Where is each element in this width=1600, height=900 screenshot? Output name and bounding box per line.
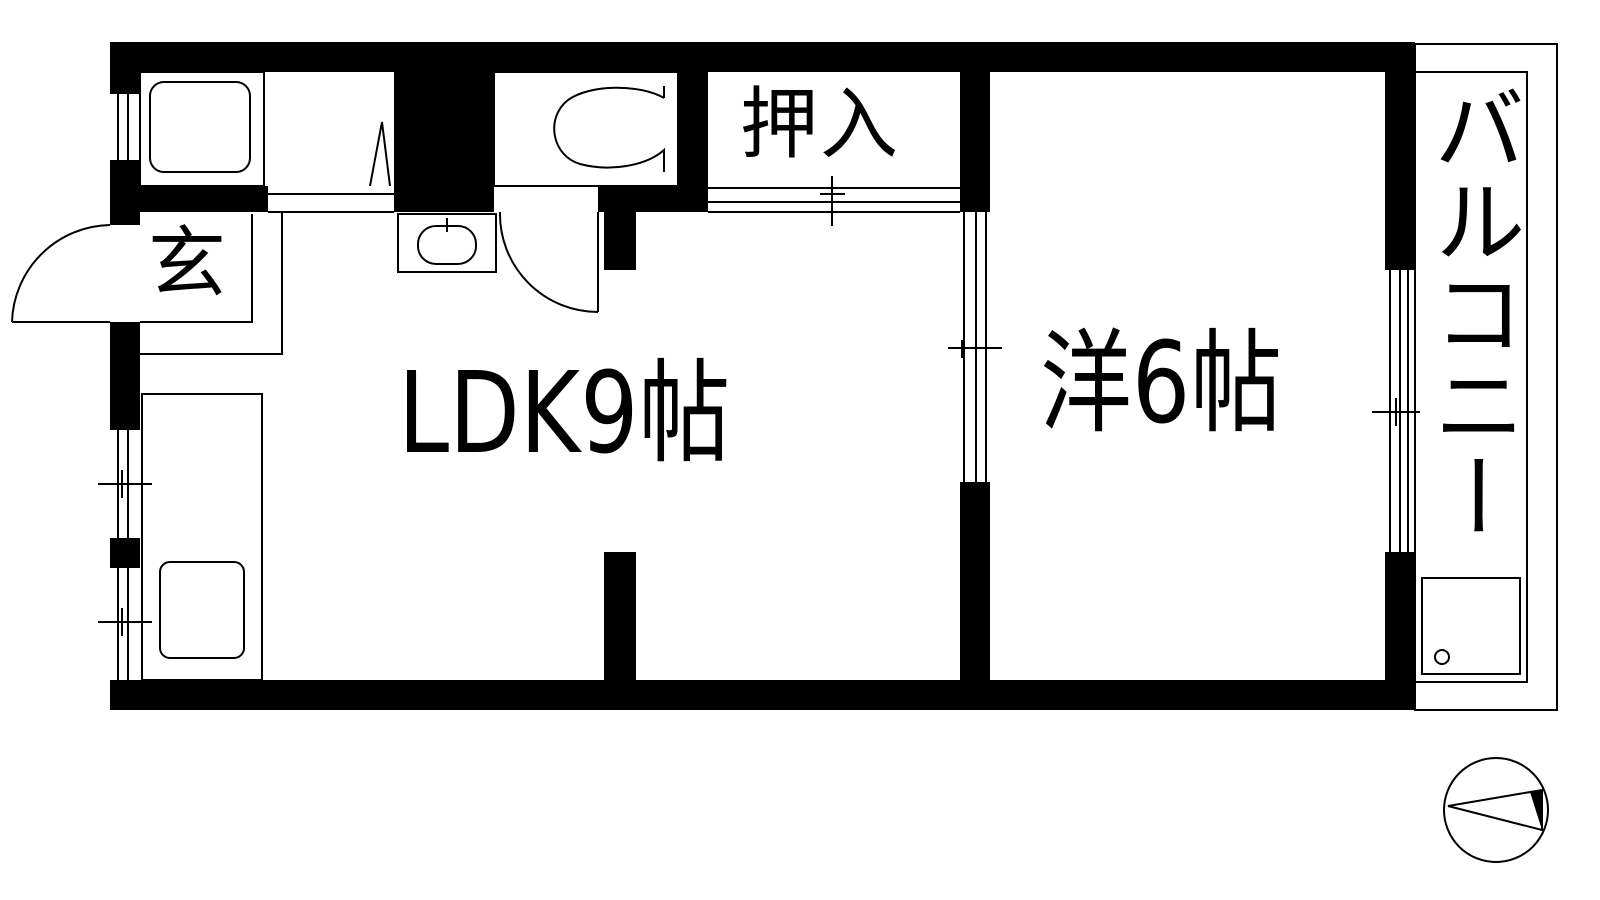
fixture-lines [11, 43, 1558, 711]
room-label-closet: 押入 [740, 80, 901, 170]
wash-basin-icon [397, 213, 497, 273]
outer-walls [110, 42, 1415, 710]
toilet-icon [553, 86, 665, 172]
north-arrow-icon [1443, 757, 1549, 863]
entrance-door-swing [11, 224, 111, 323]
bath-tub-icon [149, 81, 251, 173]
room-label-ldk: LDK9帖 [398, 349, 731, 479]
room-label-entrance: 玄 [148, 219, 227, 309]
kitchen-sink-icon [159, 561, 245, 659]
toilet-door-swing [498, 211, 599, 313]
room-label-western: 洋6帖 [1040, 319, 1283, 449]
inner-walls [140, 72, 990, 682]
washing-machine-pan-icon [1421, 577, 1521, 675]
room-label-balcony: バルコニー [1418, 82, 1525, 542]
